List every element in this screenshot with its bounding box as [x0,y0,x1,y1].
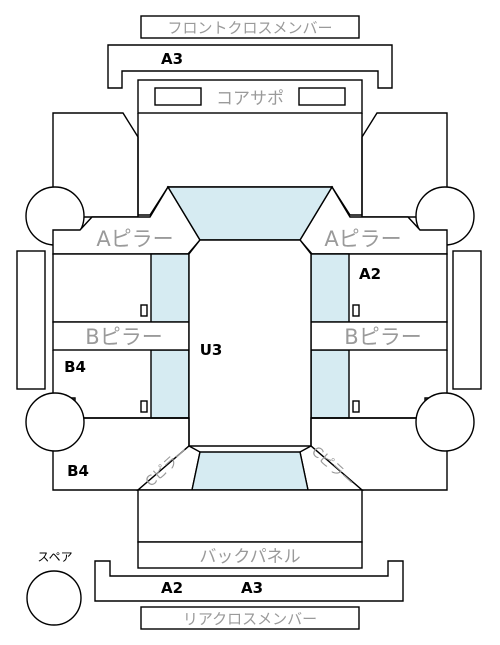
left-b-pillar-code: B4 [64,358,86,376]
trunk-lid [137,489,363,543]
left-rear-door-handle [140,400,148,413]
a-pillar-left-label: Aピラー [96,227,173,251]
left-rear-code: B4 [67,462,89,480]
left-side-panel [16,250,46,390]
left-b-pillar-strip [52,321,190,351]
core-support-label: コアサポ [216,89,284,109]
spare-label: スペア [37,550,72,564]
b-pillar-right-label: Bピラー [344,325,421,349]
a-pillar-right-label: Aピラー [324,227,401,251]
front-cross-member-label: フロントクロスメンバー [167,19,332,37]
rear-code-a2: A2 [161,579,183,597]
front-cross-member-box [140,15,360,39]
rear-left-wheel [25,392,85,452]
right-front-door-handle [352,304,360,317]
right-rear-window [310,349,350,419]
left-front-door-handle [140,304,148,317]
rear-window [191,451,309,491]
left-rear-window [150,349,190,419]
rear-right-wheel [415,392,475,452]
left-front-window [150,253,190,323]
right-rear-door-handle [352,400,360,413]
right-side-panel [452,250,482,390]
rear-code-a3: A3 [241,579,263,597]
headlight-left [154,87,202,106]
rear-cross-member-label: リアクロスメンバー [183,610,317,628]
rear-cross-member-box [140,606,360,630]
back-panel-box [137,541,363,569]
b-pillar-left-label: Bピラー [85,325,162,349]
front-cross-member-code: A3 [161,50,183,68]
back-panel-label: バックパネル [199,547,300,567]
spare-tire [26,570,82,626]
right-front-window [310,253,350,323]
roof-code: U3 [200,341,223,359]
headlight-right [298,87,346,106]
rear-bracket [94,560,404,602]
front-bracket [107,44,393,89]
a-pillar-area-code: A2 [359,265,381,283]
